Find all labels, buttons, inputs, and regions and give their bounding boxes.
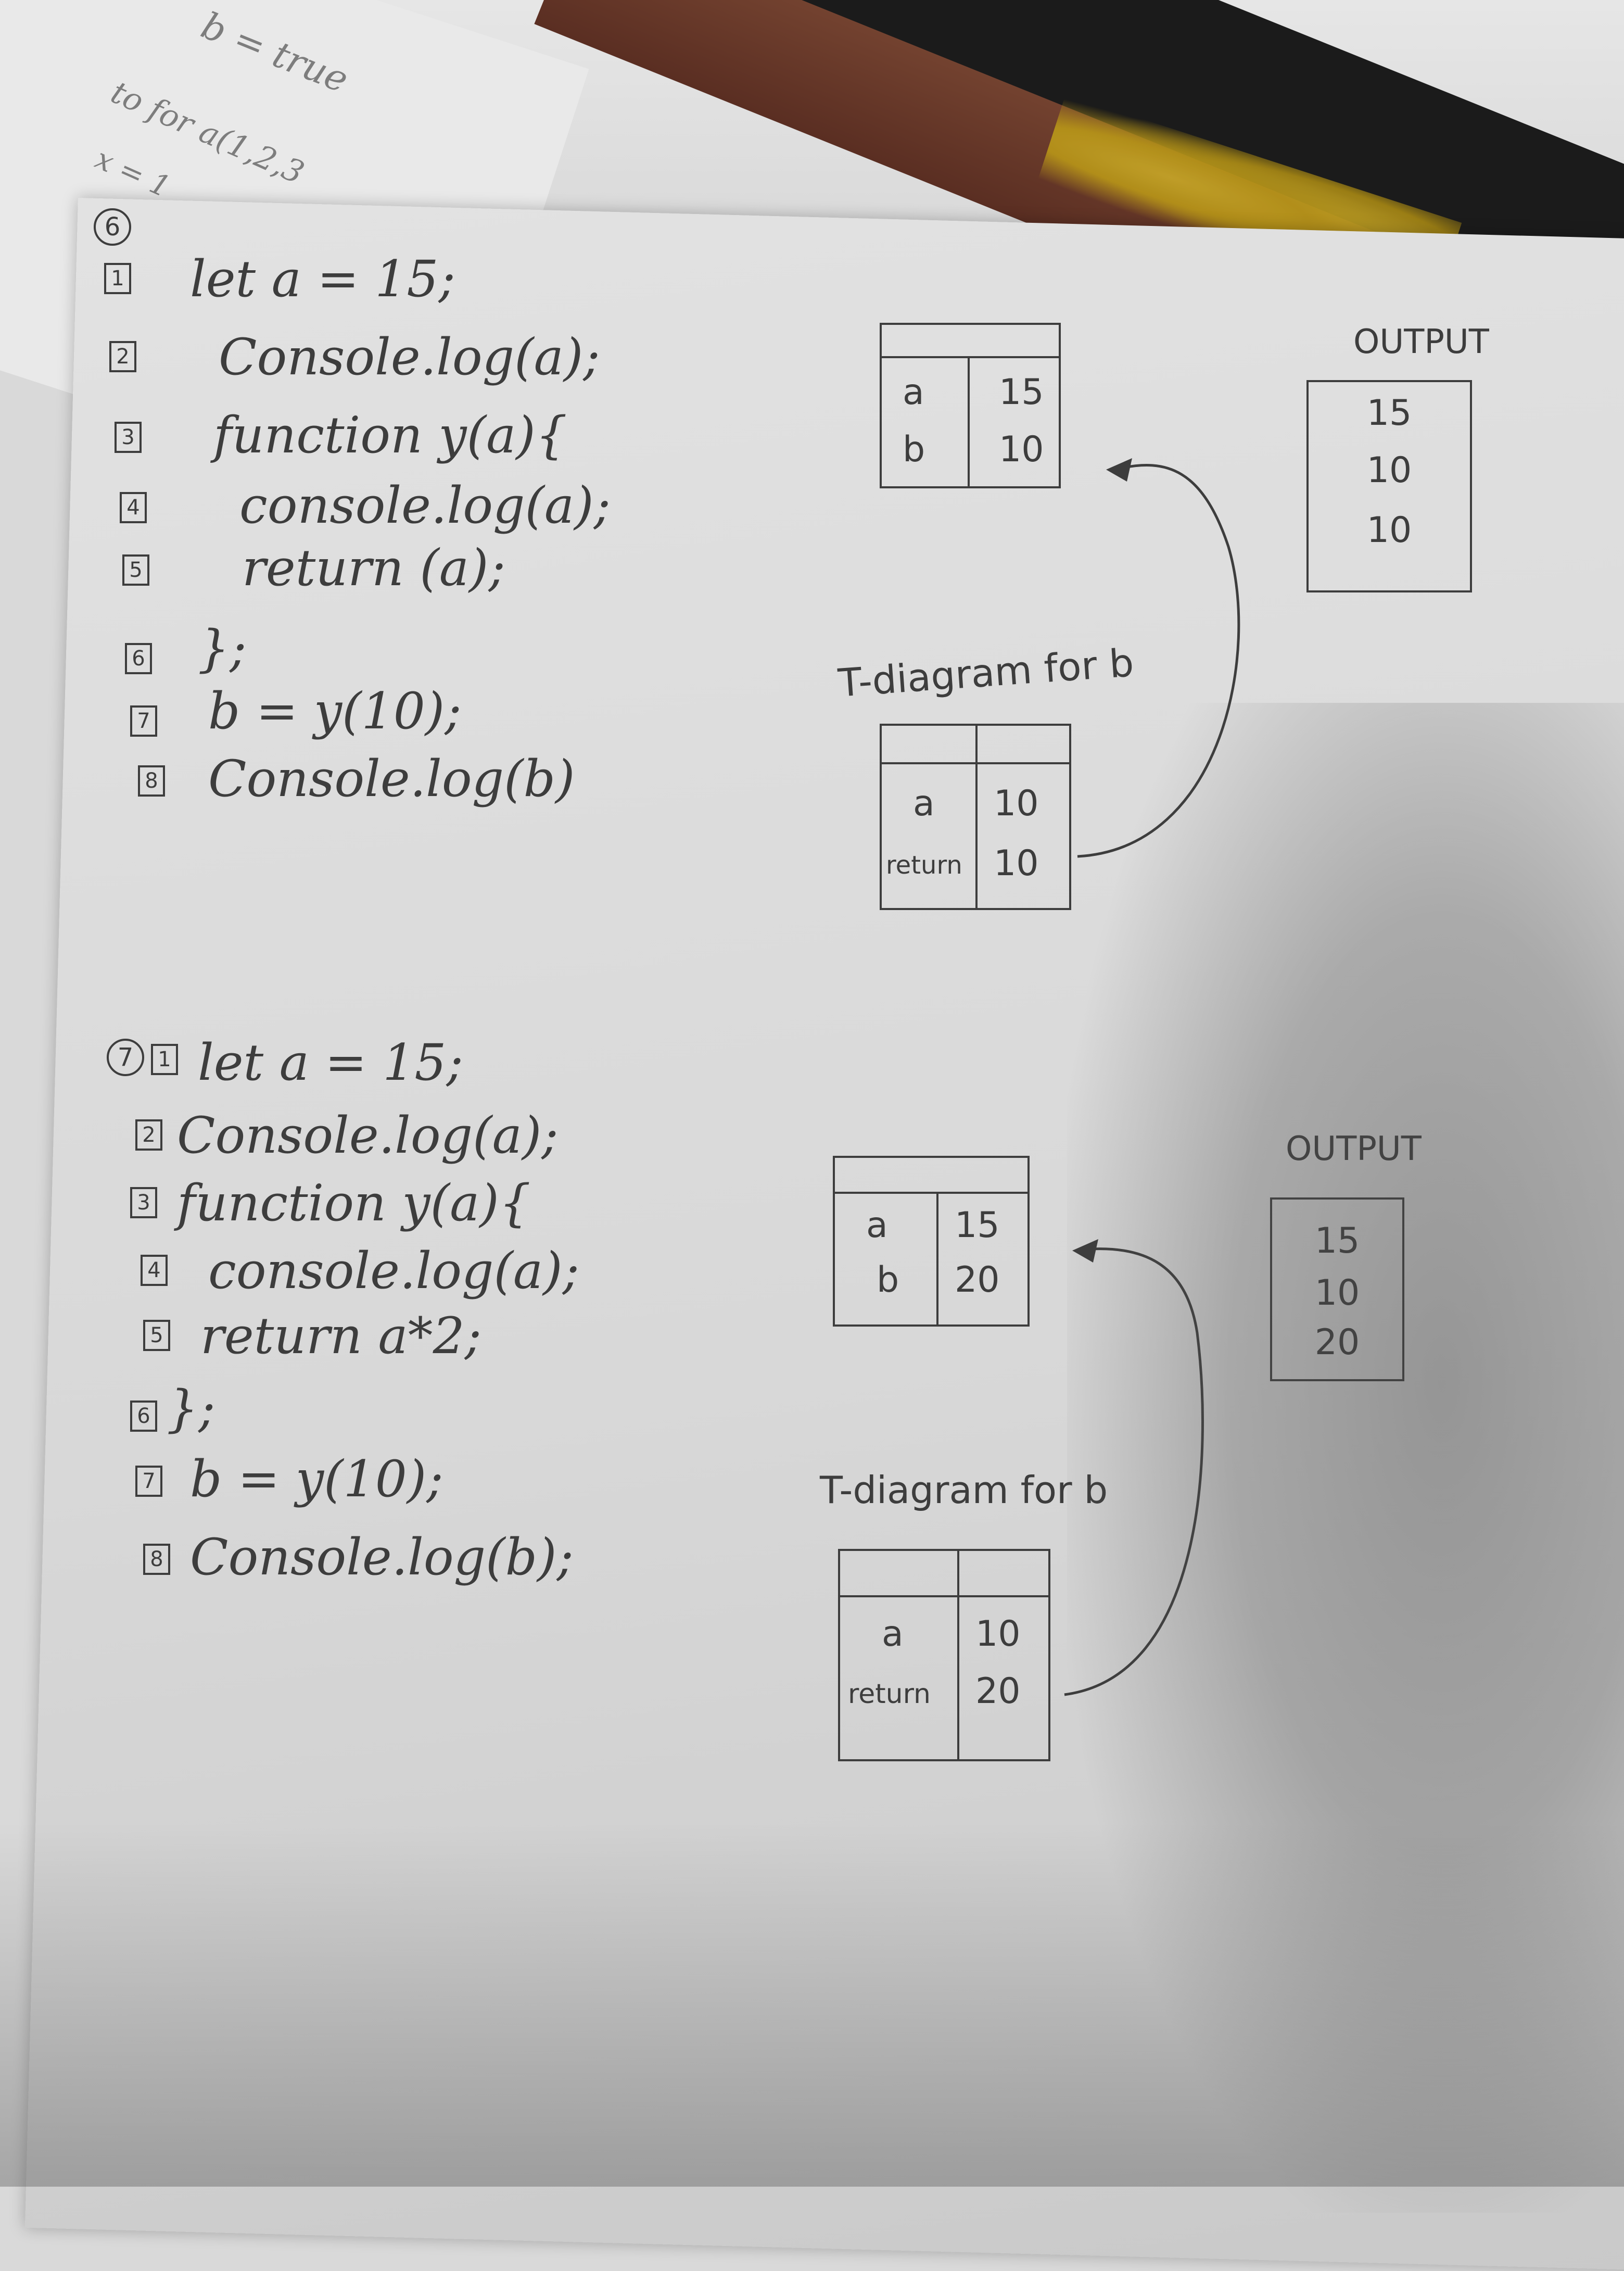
code-line: function y(a){: [213, 406, 567, 464]
line-number: 4: [120, 492, 147, 523]
table-cell: 15: [999, 372, 1044, 413]
output-label: OUTPUT: [1286, 1130, 1422, 1168]
arrows-layer: [1064, 458, 1240, 1696]
table-cell: 20: [975, 1671, 1021, 1712]
return-arrow: [1064, 1247, 1204, 1696]
code-line: console.log(a);: [208, 1242, 579, 1300]
line-number: 3: [130, 1187, 157, 1218]
code-line: b = y(10);: [208, 682, 462, 740]
output-line: 15: [1314, 1220, 1360, 1261]
table-cell: 20: [955, 1259, 1000, 1301]
table-cell: 10: [994, 843, 1039, 884]
line-number: 6: [130, 1401, 157, 1432]
code-line: let a = 15;: [198, 1033, 463, 1092]
table-cell: a: [882, 1613, 904, 1655]
output-line: 10: [1314, 1272, 1360, 1314]
table-cell: b: [903, 429, 925, 470]
line-number: 7: [130, 705, 157, 737]
global-variables-table: a 15 b 10: [880, 323, 1061, 488]
code-line: let a = 15;: [190, 250, 455, 308]
table-cell: 10: [994, 783, 1039, 824]
line-number: 7: [135, 1466, 162, 1497]
line-number: 8: [138, 765, 165, 797]
line-number: 2: [109, 341, 136, 372]
tdiagram-table: a 10 return 20: [838, 1549, 1050, 1761]
code-line: Console.log(a);: [219, 328, 600, 386]
section-number-6: 6: [94, 208, 131, 246]
output-line: 10: [1366, 450, 1412, 491]
code-line: };: [198, 620, 247, 678]
output-line: 20: [1314, 1322, 1360, 1363]
output-line: 15: [1366, 393, 1412, 434]
bottom-shadow: [0, 1822, 1624, 2187]
code-line: Console.log(b);: [190, 1528, 574, 1586]
arrowhead: [1072, 1239, 1098, 1263]
code-line: b = y(10);: [190, 1450, 443, 1508]
output-box: 15 10 10: [1306, 380, 1472, 592]
output-label: OUTPUT: [1353, 323, 1489, 361]
code-line: Console.log(a);: [177, 1106, 559, 1165]
table-cell: return: [848, 1679, 931, 1710]
table-cell: return: [886, 851, 962, 880]
table-cell: a: [913, 783, 935, 824]
line-number: 2: [135, 1119, 162, 1151]
code-line: console.log(a);: [239, 476, 611, 535]
table-cell: 10: [975, 1613, 1021, 1655]
line-number: 3: [115, 422, 142, 453]
table-cell: 10: [999, 429, 1044, 470]
code-line: };: [167, 1380, 215, 1438]
tdiagram-table: a 10 return 10: [880, 724, 1071, 910]
table-cell: a: [866, 1205, 888, 1246]
code-line: Console.log(b): [208, 750, 575, 808]
arrowhead: [1106, 458, 1132, 482]
line-number: 5: [122, 554, 149, 586]
table-cell: b: [877, 1259, 899, 1301]
return-arrow: [1077, 464, 1240, 858]
code-line: return (a);: [242, 539, 505, 597]
line-number: 8: [143, 1544, 170, 1575]
global-variables-table: a 15 b 20: [833, 1156, 1030, 1327]
table-cell: a: [903, 372, 924, 413]
output-line: 10: [1366, 510, 1412, 551]
line-number: 4: [141, 1255, 168, 1286]
table-cell: 15: [955, 1205, 1000, 1246]
line-number: 5: [143, 1320, 170, 1351]
line-number: 1: [151, 1044, 178, 1075]
code-line: function y(a){: [177, 1174, 531, 1232]
section-number-7: 7: [107, 1039, 144, 1076]
line-number: 1: [104, 263, 131, 294]
output-box: 15 10 20: [1270, 1197, 1404, 1381]
line-number: 6: [125, 643, 152, 674]
tdiagram-label: T-diagram for b: [820, 1468, 1108, 1512]
code-line: return a*2;: [200, 1307, 481, 1365]
